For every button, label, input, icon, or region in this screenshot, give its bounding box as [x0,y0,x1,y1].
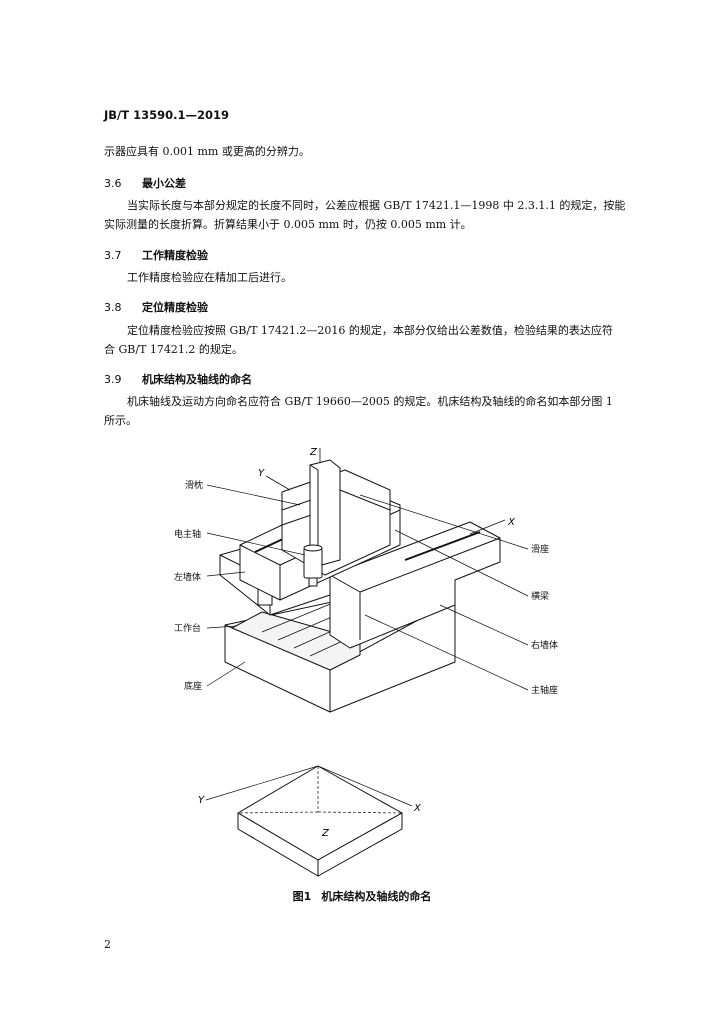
section-number: 3.9 [104,373,122,386]
section-title: 定位精度检验 [142,301,208,314]
paragraph-line: 当实际长度与本部分规定的长度不同时，公差应根据 GB/T 17421.1—199… [127,199,626,212]
figure-number: 图1 [292,890,312,903]
box-axis-x-label: X [413,803,422,814]
axis-box-right-face [317,812,403,877]
paragraph-line: 定位精度检验应按照 GB/T 17421.2—2016 的规定，本部分仅给出公差… [127,324,613,337]
label-spindle: 电主轴 [174,528,201,540]
right-wall-edge [329,574,361,593]
axis-z-label: Z [309,447,318,458]
figure-title: 机床结构及轴线的命名 [321,890,432,903]
axis-x-label: X [507,517,516,528]
label-spindle-seat: 主轴座 [531,684,558,696]
spindle-tool [308,577,318,587]
section-number: 3.8 [104,301,122,314]
right-rail [404,531,481,561]
page-number: 2 [104,938,111,951]
crossbeam-edge [239,544,281,566]
intro-line: 示器应具有 0.001 mm 或更高的分辨力。 [104,145,310,158]
spindle-top [303,544,323,552]
box-y-leader [205,765,319,801]
label-base: 底座 [184,680,202,692]
label-worktable: 工作台 [174,622,201,634]
standard-code: JB/T 13590.1—2019 [104,108,229,122]
label-ram: 滑枕 [185,479,203,491]
section-heading-3-7: 3.7 工作精度检验 [104,247,208,263]
machine-structure-figure: Z Y X 滑枕 电主轴 左墙体 工作台 底座 滑座 横梁 右墙体 主轴座 [174,447,558,877]
y-axis-line [265,475,291,491]
section-heading-3-6: 3.6 最小公差 [104,175,186,191]
spindle [303,547,323,579]
paragraph-line: 合 GB/T 17421.2 的规定。 [104,343,243,356]
label-saddle: 滑座 [531,543,549,555]
label-right-wall: 右墙体 [531,639,558,651]
paragraph-line: 机床轴线及运动方向命名应符合 GB/T 19660—2005 的规定。机床结构及… [127,395,613,408]
section-number: 3.6 [104,177,122,190]
right-wall-edge [359,537,501,593]
figure-caption: 图1 机床结构及轴线的命名 [0,888,724,904]
section-title: 工作精度检验 [142,249,208,262]
axis-box-x-line [317,811,403,814]
section-title: 机床结构及轴线的命名 [142,373,252,386]
paragraph-line: 工作精度检验应在精加工后进行。 [127,271,292,284]
worktable [231,611,361,671]
section-number: 3.7 [104,249,122,262]
paragraph-line: 实际测量的长度折算。折算结果小于 0.005 mm 时，仍按 0.005 mm … [104,218,472,231]
box-axis-y-label: Y [198,795,205,806]
right-wall [329,521,501,649]
box-x-leader [317,765,413,807]
section-heading-3-8: 3.8 定位精度检验 [104,299,208,315]
section-heading-3-9: 3.9 机床结构及轴线的命名 [104,371,252,387]
box-axis-z-label: Z [321,828,330,839]
axis-y-label: Y [258,468,265,479]
paragraph-line: 所示。 [104,414,137,427]
section-title: 最小公差 [142,177,186,190]
label-left-wall: 左墙体 [174,571,201,583]
axis-box-y-line [237,811,319,814]
label-crossbeam: 横梁 [531,590,549,602]
x-axis-line [469,519,506,535]
